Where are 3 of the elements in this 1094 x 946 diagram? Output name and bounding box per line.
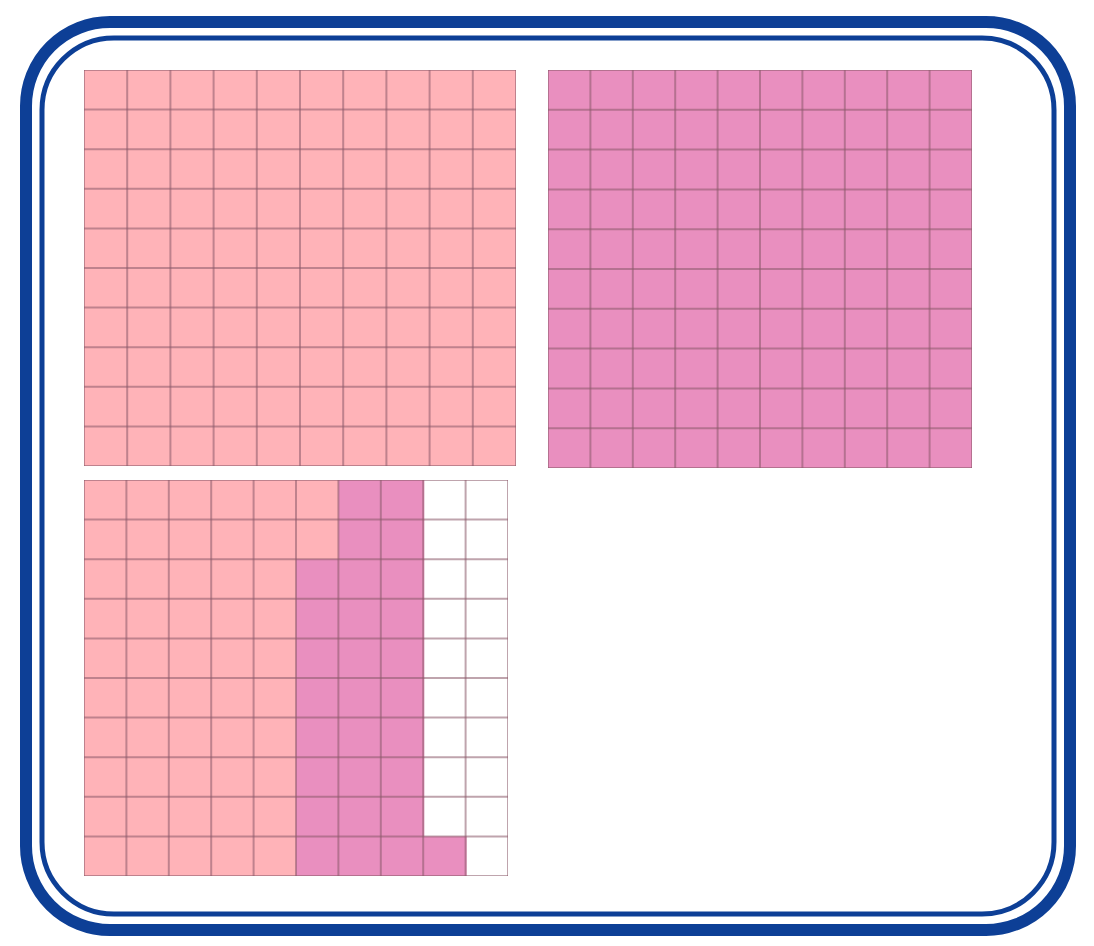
hundred-grid <box>84 480 508 876</box>
hundred-grid <box>548 70 972 468</box>
hundred-grid <box>84 70 516 466</box>
